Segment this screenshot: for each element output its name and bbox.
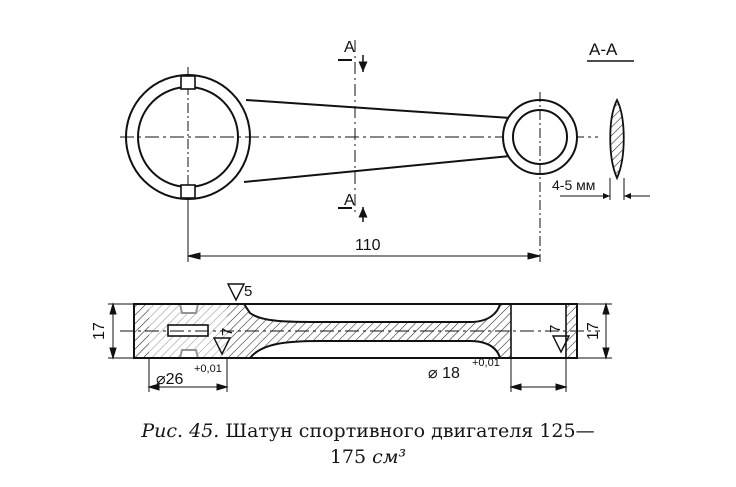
- roughness-label-a: 5: [244, 283, 252, 300]
- side-view: [120, 303, 600, 359]
- height-left-label: 17: [91, 322, 108, 340]
- section-view: А-А 4-5 мм: [552, 40, 650, 200]
- right-bore-label: ⌀ 18: [428, 365, 460, 382]
- beam-top-edge: [245, 99, 511, 119]
- section-thickness-label: 4-5 мм: [552, 177, 595, 193]
- center-distance-dim: [187, 200, 541, 262]
- roughness-mark-b: [212, 337, 232, 356]
- oil-slot-bottom: [180, 184, 196, 199]
- left-bore-label: ⌀26: [156, 371, 184, 388]
- figure-caption: Рис. 45. Шатун спортивного двигателя 125…: [0, 418, 736, 470]
- figure-label: Рис. 45.: [141, 420, 220, 442]
- roughness-label-c: 7: [547, 325, 564, 333]
- roughness-mark-c: [551, 335, 571, 354]
- oil-slot-top: [180, 75, 196, 90]
- caption-text: Шатун спортивного двигателя 125—: [225, 420, 595, 442]
- right-bore-tol: +0,01: [472, 357, 500, 369]
- section-title: А-А: [589, 40, 618, 59]
- top-view: [120, 40, 598, 262]
- section-marker-bottom: А: [344, 192, 355, 209]
- caption-line2: 175 см³: [329, 446, 407, 468]
- section-marker-top: А: [344, 39, 355, 56]
- height-right-label: 17: [585, 322, 602, 340]
- center-distance-label: 110: [355, 237, 381, 254]
- left-bore-tol: +0,01: [194, 363, 222, 375]
- section-profile: [609, 97, 625, 181]
- roughness-label-b: 7: [219, 328, 236, 336]
- roughness-mark-a: [226, 283, 246, 302]
- beam-bottom-edge: [243, 155, 511, 183]
